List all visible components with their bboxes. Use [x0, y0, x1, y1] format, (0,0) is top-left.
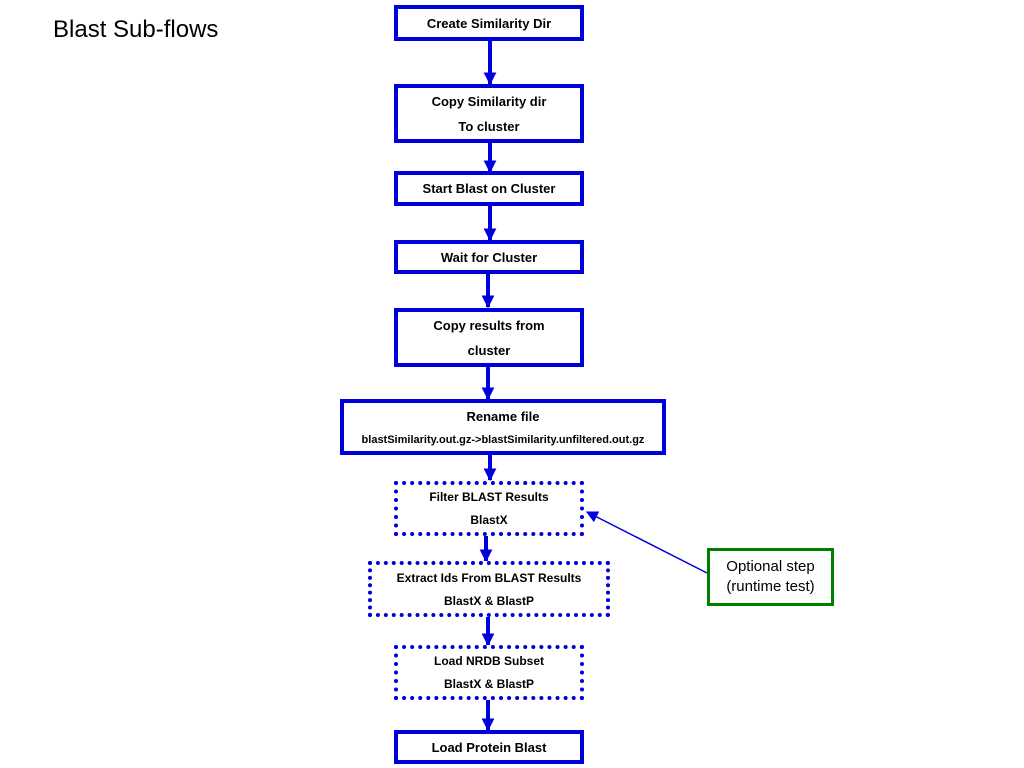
- node-label: Create Similarity Dir: [426, 15, 552, 31]
- node-label-2: cluster: [467, 342, 511, 358]
- note-pointer-arrow: [585, 511, 708, 574]
- page-title: Blast Sub-flows: [53, 16, 219, 43]
- node-label: Copy results from: [433, 317, 545, 333]
- node-label: Filter BLAST Results: [429, 490, 549, 504]
- node-label: Load NRDB Subset: [433, 654, 544, 668]
- node-label-2: BlastX: [470, 513, 508, 527]
- node-label: Wait for Cluster: [440, 249, 538, 265]
- node-filter-blast: Filter BLAST Results BlastX: [394, 481, 584, 536]
- note-line-1: Optional step: [726, 558, 815, 575]
- node-label: Copy Similarity dir: [431, 93, 547, 109]
- node-label: Load Protein Blast: [431, 739, 547, 755]
- node-copy-results: Copy results from cluster: [394, 308, 584, 367]
- node-label: Rename file: [466, 408, 540, 424]
- node-load-protein-blast: Load Protein Blast: [394, 730, 584, 764]
- node-start-blast: Start Blast on Cluster: [394, 171, 584, 206]
- node-rename-file: Rename file blastSimilarity.out.gz->blas…: [340, 399, 666, 455]
- node-label-2: BlastX & BlastP: [443, 677, 535, 691]
- node-label: Extract Ids From BLAST Results: [396, 570, 582, 585]
- optional-step-note: Optional step (runtime test): [707, 548, 834, 606]
- node-load-nrdb: Load NRDB Subset BlastX & BlastP: [394, 645, 584, 700]
- node-wait-cluster: Wait for Cluster: [394, 240, 584, 274]
- note-line-2: (runtime test): [726, 578, 815, 595]
- node-label-2: To cluster: [458, 118, 520, 134]
- node-create-similarity-dir: Create Similarity Dir: [394, 5, 584, 41]
- node-extract-ids: Extract Ids From BLAST Results BlastX & …: [368, 561, 610, 617]
- node-copy-similarity-dir: Copy Similarity dir To cluster: [394, 84, 584, 143]
- node-label: Start Blast on Cluster: [422, 181, 556, 196]
- node-label-2: blastSimilarity.out.gz->blastSimilarity.…: [361, 433, 645, 446]
- node-label-2: BlastX & BlastP: [443, 593, 535, 608]
